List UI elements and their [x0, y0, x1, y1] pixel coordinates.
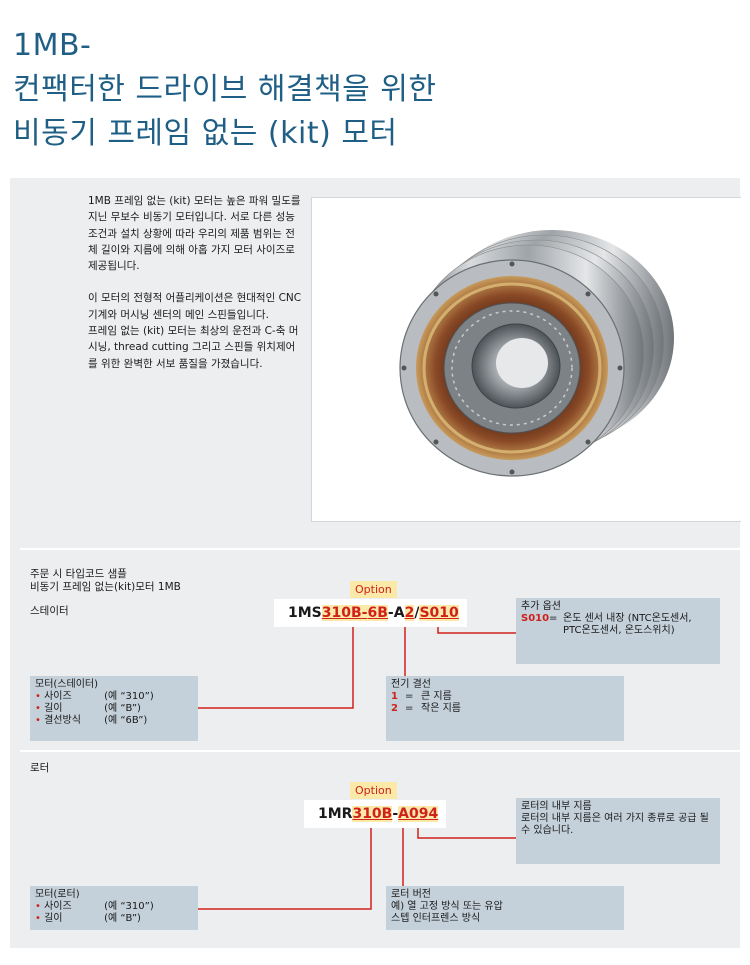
- stator-code-connection: 2: [404, 605, 415, 621]
- rotor-inner-diameter-box: 로터의 내부 지름 로터의 내부 지름은 여러 가지 종류로 공급 될 수 있습…: [516, 798, 720, 864]
- inner-diameter-desc: 로터의 내부 지름은 여러 가지 종류로 공급 될 수 있습니다.: [521, 813, 709, 836]
- section-divider-middle: [20, 750, 740, 752]
- typecode-heading: 주문 시 타입코드 샘플 비동기 프레임 없는(kit)모터 1MB: [30, 568, 181, 594]
- rotor-code-prefix: 1MR: [318, 806, 353, 822]
- section-divider-top: [20, 548, 740, 550]
- rotor-motor-box: 모터(로터) • 사이즈(예 “310”) • 길이(예 “B”): [30, 886, 198, 930]
- intro-paragraph-3: 프레임 없는 (kit) 모터는 최상의 운전과 C-축 머시닝, thread…: [88, 325, 299, 370]
- rotor-code-option: A094: [398, 806, 439, 822]
- stator-electrical-box: 전기 결선 1=큰 지름 2=작은 지름: [386, 676, 624, 741]
- stator-code-option: S010: [419, 605, 459, 621]
- stator-motor-title: 모터(스테이터): [35, 679, 99, 690]
- rotor-type-code: 1MR310B-A094: [304, 800, 447, 828]
- intro-paragraph-2: 이 모터의 전형적 어플리케이션은 현대적인 CNC기계와 머시닝 센터의 메인…: [88, 292, 302, 321]
- stator-extra-options-box: 추가 옵션 S010 = 온도 센서 내장 (NTC온도센서, PTC온도센서,…: [516, 598, 720, 664]
- stator-option-tag: Option: [350, 581, 397, 598]
- title-line-1: 1MB-: [13, 28, 92, 63]
- stator-motor-item: • 길이(예 “B”): [35, 703, 141, 714]
- stator-code-size: 310B: [321, 605, 362, 621]
- stator-label: 스테이터: [30, 605, 69, 617]
- motor-photo-frame: [311, 197, 741, 522]
- rotor-version-box: 로터 버전 예) 열 고정 방식 또는 유압 스텝 인터프렌스 방식: [386, 886, 624, 930]
- stator-motor-box: 모터(스테이터) • 사이즈(예 “310”) • 길이(예 “B”) • 결선…: [30, 676, 198, 741]
- rotor-version-line-1: 예) 열 고정 방식 또는 유압: [391, 901, 503, 912]
- extra-options-desc: 온도 센서 내장 (NTC온도센서, PTC온도센서, 온도스위치): [563, 613, 692, 636]
- extra-options-eq: =: [549, 613, 558, 624]
- rotor-label: 로터: [30, 762, 50, 774]
- extra-options-title: 추가 옵션: [521, 601, 561, 612]
- rotor-motor-title: 모터(로터): [35, 889, 80, 900]
- rotor-version-line-2: 스텝 인터프렌스 방식: [391, 913, 481, 924]
- stator-code-winding: 6B: [367, 605, 388, 621]
- electrical-title: 전기 결선: [391, 679, 431, 690]
- electrical-item: 2=작은 지름: [391, 703, 461, 714]
- rotor-option-tag: Option: [350, 782, 397, 799]
- intro-text: 1MB 프레임 없는 (kit) 모터는 높은 파워 밀도를 지닌 무보수 비동…: [88, 193, 303, 372]
- rotor-code-size: 310B: [352, 806, 393, 822]
- rotor-version-title: 로터 버전: [391, 889, 431, 900]
- rotor-motor-item: • 길이(예 “B”): [35, 913, 141, 924]
- page-title: 1MB- 컨팩터한 드라이브 해결책을 위한 비동기 프레임 없는 (kit) …: [13, 24, 437, 156]
- intro-paragraph-1: 1MB 프레임 없는 (kit) 모터는 높은 파워 밀도를 지닌 무보수 비동…: [88, 195, 301, 273]
- inner-diameter-title: 로터의 내부 지름: [521, 801, 592, 812]
- typecode-heading-line-2: 비동기 프레임 없는(kit)모터 1MB: [30, 581, 181, 593]
- stator-code-prefix: 1MS: [288, 605, 322, 621]
- stator-code-slash: /: [414, 605, 420, 621]
- typecode-heading-line-1: 주문 시 타입코드 샘플: [30, 568, 127, 580]
- stator-code-sep2: -A: [387, 605, 405, 621]
- frameless-motor-image: [399, 230, 674, 477]
- stator-type-code: 1MS310B-6B-A2/S010: [274, 599, 467, 627]
- stator-motor-item: • 사이즈(예 “310”): [35, 691, 154, 702]
- rotor-motor-item: • 사이즈(예 “310”): [35, 901, 154, 912]
- stator-code-sep1: -: [361, 605, 368, 621]
- stator-motor-item: • 결선방식(예 “6B”): [35, 715, 148, 726]
- rotor-code-sep: -: [392, 806, 399, 822]
- title-line-2: 컨팩터한 드라이브 해결책을 위한: [13, 72, 437, 107]
- extra-options-code: S010: [521, 613, 550, 624]
- electrical-item: 1=큰 지름: [391, 691, 452, 702]
- title-line-3: 비동기 프레임 없는 (kit) 모터: [13, 116, 398, 151]
